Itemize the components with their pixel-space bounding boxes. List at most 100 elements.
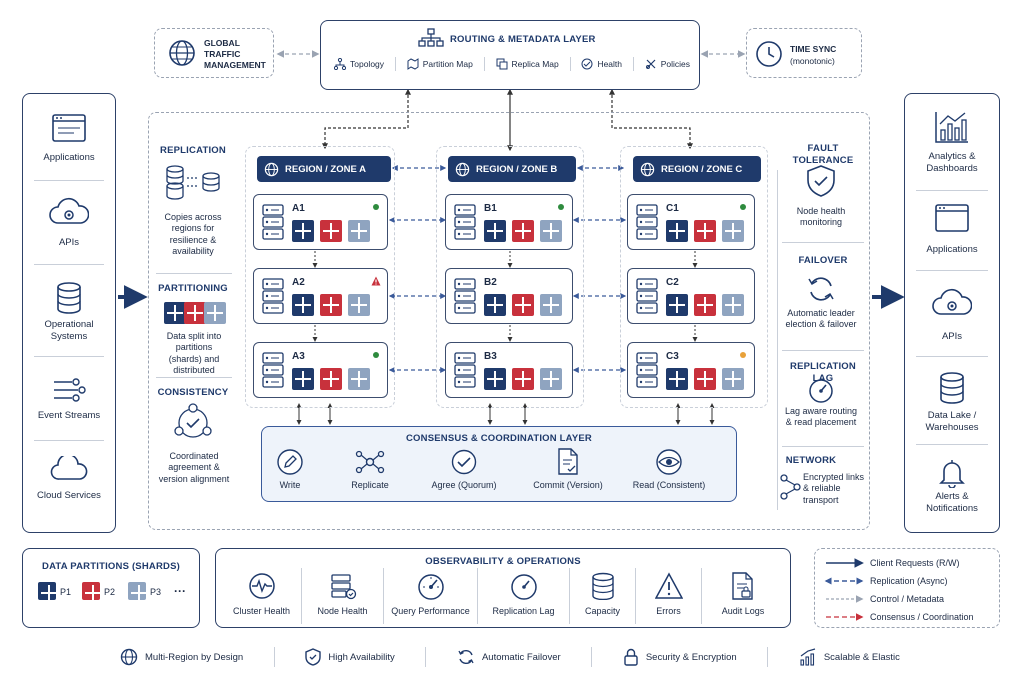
consensus-step-agree: Agree (Quorum) [431,480,497,490]
shard-p1 [164,302,186,324]
client-item-cloud-services[interactable]: Cloud Services [22,444,116,524]
hierarchy-icon [418,28,444,47]
partition-more: ··· [174,584,186,598]
node-c2[interactable]: C2 [627,268,755,324]
zone-title: REGION / ZONE C [661,163,743,175]
client-item-event-streams[interactable]: Event Streams [22,360,116,436]
zone-c-container [620,146,768,408]
shard-p3 [722,220,744,242]
node-a3[interactable]: A3 [253,342,388,398]
observability-item-query-performance[interactable]: Query Performance [384,568,478,624]
server-icon [262,352,284,388]
topology-icon [334,58,346,70]
consumer-label: Analytics & Dashboards [926,151,978,174]
fault-tolerance-text: Node health monitoring [796,206,846,228]
global-traffic-line3: MANAGEMENT [204,60,266,70]
shard-p1 [292,294,314,316]
health-icon [581,58,593,70]
replication-lag-title: REPLICATION LAG [790,361,856,384]
client-label: Cloud Services [37,490,101,501]
node-b3[interactable]: B3 [445,342,573,398]
observability-item-audit-logs[interactable]: Audit Logs [702,568,784,624]
consumer-item-alerts[interactable]: Alerts & Notifications [904,448,1000,528]
browser-window-icon [52,114,86,142]
replication-lag-text: Lag aware routing & read placement [784,406,858,428]
node-b2[interactable]: B2 [445,268,573,324]
zone-title: REGION / ZONE A [285,163,366,175]
consumer-item-data-lake[interactable]: Data Lake / Warehouses [904,360,1000,440]
node-a1[interactable]: A1 [253,194,388,250]
status-dot [373,204,379,210]
replication-text: Copies across regions for resilience & a… [164,212,222,256]
globe-icon [455,162,470,176]
zone-c-header[interactable]: REGION / ZONE C [633,156,761,182]
server-icon [262,278,284,314]
shard-p3 [204,302,226,324]
observability-item-replication-lag[interactable]: Replication Lag [478,568,570,624]
zone-a-header[interactable]: REGION / ZONE A [257,156,391,182]
shard-p3 [540,294,562,316]
refresh-icon [458,649,474,665]
shard-p2 [512,368,534,390]
policies-icon [645,59,656,69]
status-dot [558,204,564,210]
footer-label: Security & Encryption [645,651,737,663]
routing-metadata-layer [320,20,700,90]
global-traffic-line1: GLOBAL [204,38,240,48]
cluster-health-icon [249,573,275,599]
shard-p3 [540,368,562,390]
consistency-cycle-icon [174,403,212,438]
errors-icon [655,572,683,599]
audit-logs-icon [732,572,753,600]
zone-b-header[interactable]: REGION / ZONE B [448,156,576,182]
client-label: Applications [43,152,95,163]
node-c1[interactable]: C1 [627,194,755,250]
server-icon [636,204,658,240]
shard-p2 [694,220,716,242]
routing-item-health[interactable]: Health [581,58,622,70]
map-icon [407,58,419,70]
cloud-gear-icon [49,197,89,224]
replicated-databases-icon [166,165,220,200]
consumer-label: Applications [926,244,978,255]
observability-item-node-health[interactable]: Node Health [302,568,384,624]
shard-p3 [128,582,147,601]
failover-title: FAILOVER [798,255,848,266]
routing-item-topology[interactable]: Topology [334,58,384,70]
shard-p2 [320,368,342,390]
node-name: A3 [292,351,305,362]
partition-label-p2: P2 [104,587,116,597]
observability-label: Errors [656,606,681,616]
node-b1[interactable]: B1 [445,194,573,250]
footer-label: Automatic Failover [481,651,561,663]
node-a2[interactable]: A2 [253,268,388,324]
footer-item-multi-region: Multi-Region by Design [120,648,243,666]
time-sync-title: TIME SYNC [790,44,837,54]
shard-p1 [292,368,314,390]
routing-item-replica-map[interactable]: Replica Map [496,58,559,70]
observability-item-capacity[interactable]: Capacity [570,568,636,624]
consensus-step-write: Write [279,480,301,490]
consensus-step-commit: Commit (Version) [533,480,603,490]
refresh-icon [808,277,834,301]
node-name: B2 [484,277,497,288]
routing-item-partition-map[interactable]: Partition Map [407,58,473,70]
node-name: B3 [484,351,497,362]
consumer-item-analytics[interactable]: Analytics & Dashboards [904,100,1000,190]
node-c3[interactable]: C3 [627,342,755,398]
client-item-applications[interactable]: Applications [22,100,116,178]
database-icon [57,282,81,314]
shard-p2 [320,220,342,242]
consumer-item-apis[interactable]: APIs [904,276,1000,354]
routing-item-policies[interactable]: Policies [645,58,690,70]
consumer-item-applications[interactable]: Applications [904,194,1000,268]
cloud-icon [50,456,88,480]
routing-items: Topology Partition Map Replica Map Healt… [334,54,690,74]
query-performance-icon [418,574,444,600]
observability-item-errors[interactable]: Errors [636,568,702,624]
observability-label: Query Performance [391,606,470,616]
client-item-apis[interactable]: APIs [22,185,116,261]
warning-icon [371,276,381,286]
client-item-operational-systems[interactable]: Operational Systems [22,268,116,352]
observability-item-cluster-health[interactable]: Cluster Health [222,568,302,624]
